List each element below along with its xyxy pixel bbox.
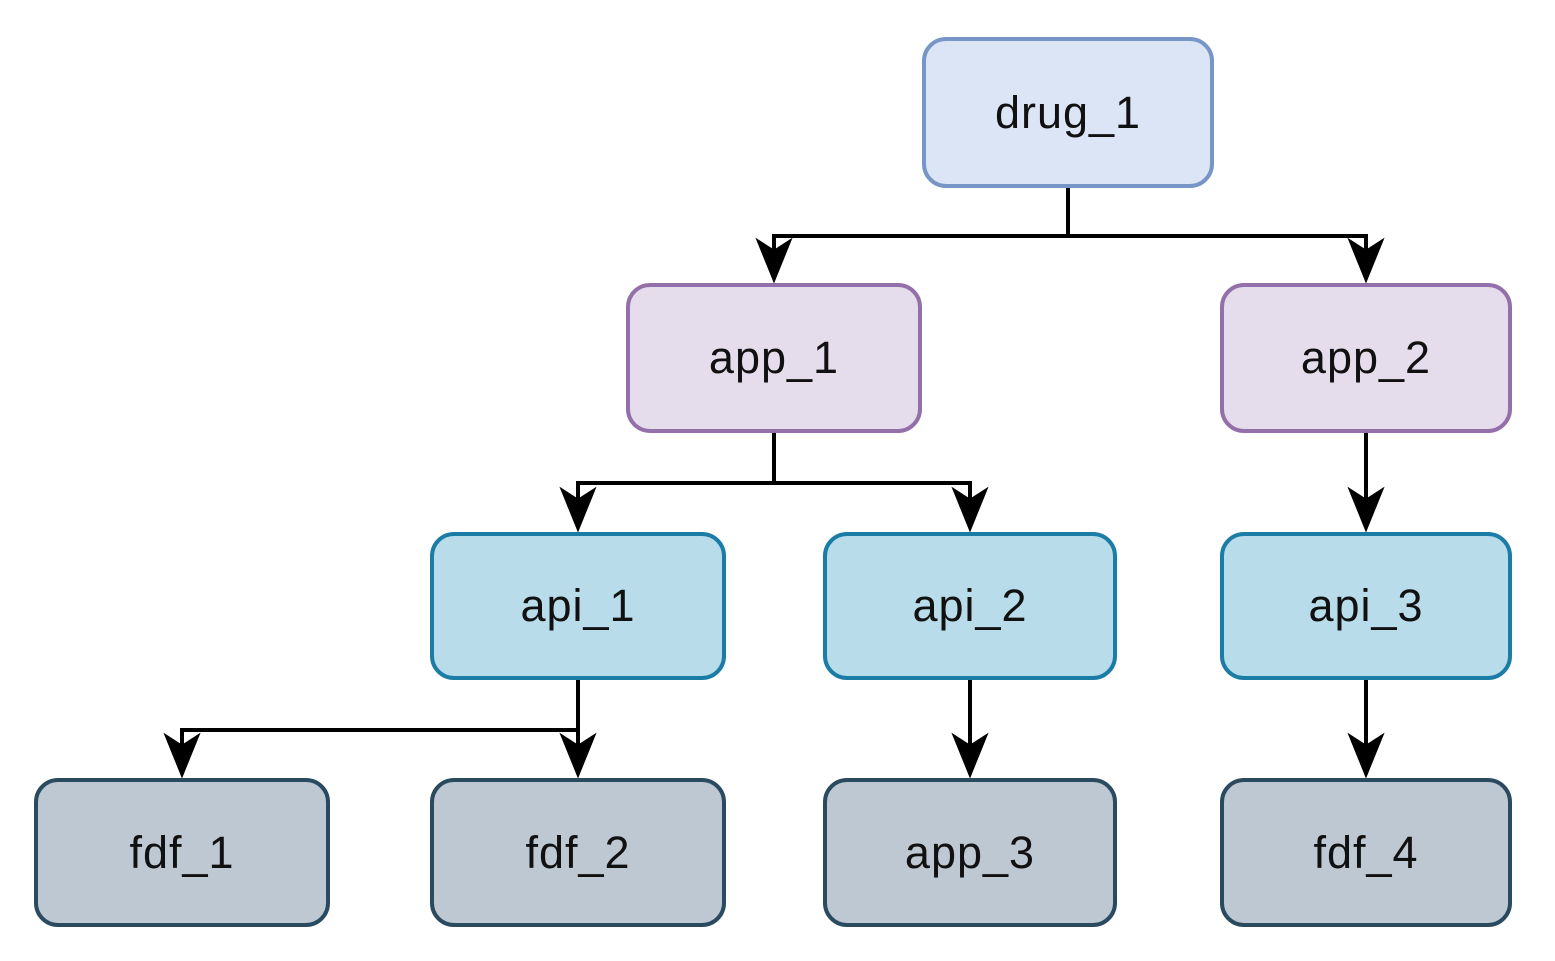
edge-drug_1-app_2 [1068, 234, 1385, 284]
node-app_2-label: app_2 [1300, 332, 1432, 383]
node-app_2: app_2 [1220, 283, 1512, 433]
node-api_2-label: api_2 [912, 580, 1028, 631]
node-app_3: app_3 [823, 778, 1117, 927]
node-api_3: api_3 [1220, 532, 1512, 680]
node-drug_1: drug_1 [922, 37, 1214, 188]
node-app_3-label: app_3 [904, 826, 1036, 878]
edge-api_1-fdf_1 [163, 728, 578, 779]
edge-app_1-api_1 [559, 481, 774, 533]
node-fdf_2: fdf_2 [430, 778, 726, 927]
node-drug_1-label: drug_1 [994, 86, 1142, 138]
edge-drug_1-app_1 [755, 234, 1068, 284]
node-app_1: app_1 [626, 283, 922, 433]
node-app_1-label: app_1 [708, 332, 840, 383]
node-fdf_4: fdf_4 [1220, 778, 1512, 927]
node-api_1: api_1 [430, 532, 726, 680]
edge-app_1-api_2 [774, 481, 989, 533]
node-api_3-label: api_3 [1308, 580, 1424, 631]
node-fdf_1-label: fdf_1 [129, 826, 235, 878]
node-fdf_2-label: fdf_2 [525, 826, 631, 878]
node-api_2: api_2 [823, 532, 1117, 680]
node-api_1-label: api_1 [520, 580, 636, 631]
node-fdf_4-label: fdf_4 [1313, 826, 1419, 878]
node-fdf_1: fdf_1 [34, 778, 330, 927]
